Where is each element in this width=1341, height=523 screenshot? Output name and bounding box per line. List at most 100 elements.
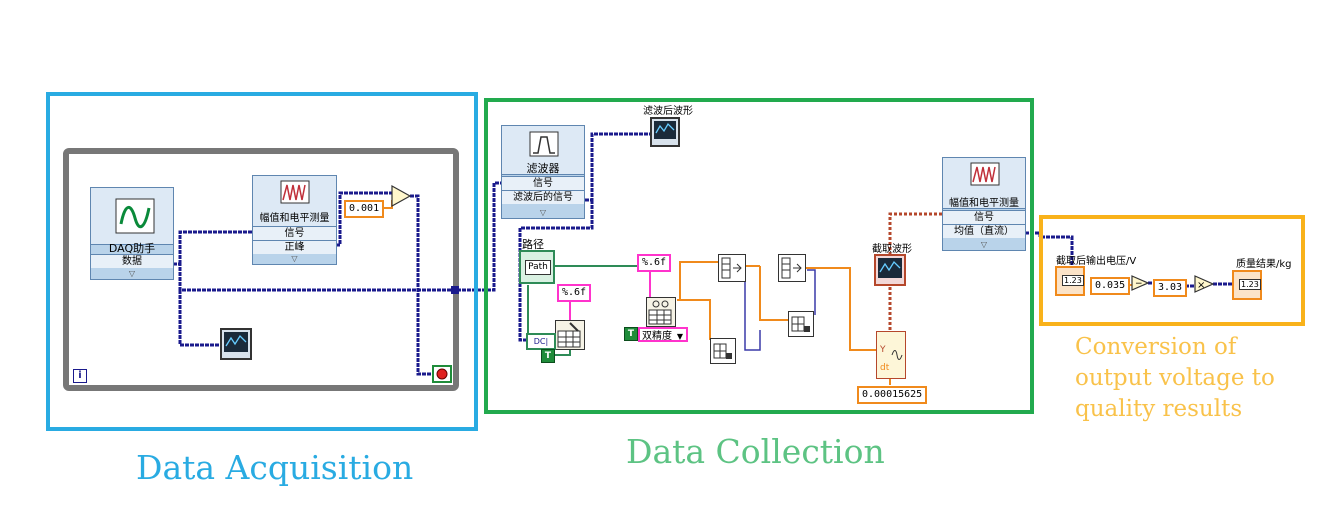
loop-iteration-terminal: i: [73, 369, 87, 383]
caption-conversion-line1: Conversion of: [1075, 334, 1237, 360]
constant-0001[interactable]: 0.001: [344, 200, 385, 218]
dropdown-arrow-icon: ▼: [676, 332, 683, 341]
captured-waveform-graph[interactable]: [874, 254, 906, 286]
blue-wires: [744, 269, 816, 351]
wire-blue-b: [807, 269, 816, 315]
caption-data-collection: Data Collection: [626, 432, 885, 471]
constant-303[interactable]: 3.03: [1153, 279, 1188, 297]
wire-array-2: [677, 299, 711, 340]
waveform-measure-icon: [970, 162, 1000, 186]
array-size-icon: [713, 343, 732, 359]
wire-blue-a: [744, 275, 761, 351]
filtered-waveform-label: 滤波后波形: [643, 106, 693, 117]
expand-arrow-icon[interactable]: ▽: [539, 208, 547, 217]
wire-filter-write: [518, 200, 594, 342]
expand-arrow-icon[interactable]: ▽: [128, 269, 136, 278]
filter-signal-row[interactable]: 信号: [502, 176, 584, 190]
array-subset-node-2[interactable]: [778, 254, 806, 282]
dt-constant[interactable]: 0.00015625: [857, 386, 928, 404]
numeric-display: 1.23: [1239, 279, 1261, 290]
build-waveform-node[interactable]: Y dt: [876, 331, 906, 379]
graph-icon: [224, 332, 248, 352]
output-voltage-indicator[interactable]: 1.23: [1055, 266, 1085, 296]
amp1-peak-row[interactable]: 正峰: [253, 240, 336, 254]
caption-conversion-line2: output voltage to: [1075, 365, 1275, 391]
daq-output-data[interactable]: 数据: [91, 254, 173, 268]
wire-daq-amp1: [178, 230, 252, 264]
loop-tunnel: [451, 286, 459, 294]
spreadsheet-read-icon: [648, 300, 672, 325]
data-acquisition-box: [46, 92, 478, 431]
waveform-icon: [891, 350, 903, 360]
graph-icon: [878, 258, 902, 278]
svg-text:−: −: [1135, 279, 1143, 289]
double-precision-selector[interactable]: 双精度 ▼: [638, 327, 688, 342]
daq-icon: [115, 198, 155, 234]
daq-title: DAQ助手: [108, 242, 156, 255]
bool-true-constant-1[interactable]: T: [541, 349, 555, 363]
wire-waveform: [888, 212, 944, 330]
wire-filter-graph: [585, 132, 650, 202]
amplitude-level-node-1[interactable]: 幅值和电平测量 信号 正峰 ▽: [252, 175, 337, 265]
filter-output-row[interactable]: 滤波后的信号: [502, 190, 584, 204]
captured-waveform-label: 截取波形: [872, 244, 912, 255]
array-index-icon: [781, 257, 802, 279]
array-size-node-1[interactable]: [710, 338, 736, 364]
data-collection-box: [484, 98, 1034, 414]
path-label: 路径: [522, 238, 544, 251]
wire-bool: [555, 348, 571, 356]
constant-0035[interactable]: 0.035: [1090, 277, 1131, 295]
wire-array-4: [759, 266, 788, 321]
filter-icon: [529, 131, 559, 157]
array-index-icon: [721, 257, 742, 279]
numeric-display: 1.23: [1062, 275, 1084, 286]
amp1-signal-row[interactable]: 信号: [253, 226, 336, 240]
amp2-mean-row[interactable]: 均值（直流）: [943, 224, 1025, 238]
quality-result-indicator[interactable]: 1.23: [1232, 270, 1262, 300]
write-spreadsheet-node[interactable]: [555, 320, 585, 350]
greater-than-primitive: [391, 184, 412, 208]
wire-amp1-compare: [336, 191, 392, 247]
graph-icon: [654, 121, 676, 139]
array-size-node-2[interactable]: [788, 311, 814, 337]
amplitude-level-node-2[interactable]: 幅值和电平测量 信号 均值（直流） ▽: [942, 157, 1026, 251]
spreadsheet-write-icon: [557, 322, 581, 348]
while-loop-frame: [63, 148, 459, 391]
array-subset-node-1[interactable]: [718, 254, 746, 282]
format-string-2[interactable]: %.6f: [557, 284, 592, 302]
format-string-1[interactable]: %.6f: [637, 254, 672, 272]
filtered-waveform-graph[interactable]: [650, 117, 680, 147]
caption-data-acquisition: Data Acquisition: [136, 448, 414, 487]
wire-array-5: [800, 267, 876, 351]
amp2-title: 幅值和电平测量: [949, 198, 1019, 209]
array-size-icon: [791, 316, 810, 332]
output-voltage-label: 截取后输出电压/V: [1056, 256, 1137, 267]
wire-compare-stop: [410, 194, 433, 376]
waveform-measure-icon: [280, 180, 310, 204]
amp1-title: 幅值和电平测量: [259, 213, 330, 224]
wire-daq-graph: [178, 290, 220, 347]
filter-title: 滤波器: [526, 162, 560, 175]
build-wf-y: Y: [880, 345, 886, 355]
multiply-primitive: [1194, 275, 1215, 293]
daq-assistant-node[interactable]: DAQ助手 数据 ▽: [90, 187, 174, 280]
path-control[interactable]: Path: [519, 250, 555, 284]
caption-conversion-line3: quality results: [1075, 396, 1243, 422]
conversion-box: [1039, 215, 1305, 326]
read-spreadsheet-node[interactable]: [646, 297, 676, 327]
build-wf-dt: dt: [880, 363, 890, 373]
expand-arrow-icon[interactable]: ▽: [291, 254, 298, 263]
stop-icon: [436, 368, 448, 380]
subtract-primitive: [1131, 275, 1150, 291]
double-label: 双精度: [642, 331, 672, 342]
file-path-constant[interactable]: DC|: [526, 333, 556, 350]
quality-result-label: 质量结果/kg: [1236, 259, 1292, 270]
svg-text:×: ×: [1197, 280, 1205, 291]
waveform-graph-terminal-1[interactable]: [220, 328, 252, 360]
filter-node[interactable]: 滤波器 信号 滤波后的信号 ▽: [501, 125, 585, 219]
bool-true-constant-2[interactable]: T: [624, 327, 638, 341]
amp2-signal-row[interactable]: 信号: [943, 210, 1025, 224]
expand-arrow-icon[interactable]: ▽: [980, 240, 988, 249]
path-control-text: Path: [525, 260, 551, 275]
